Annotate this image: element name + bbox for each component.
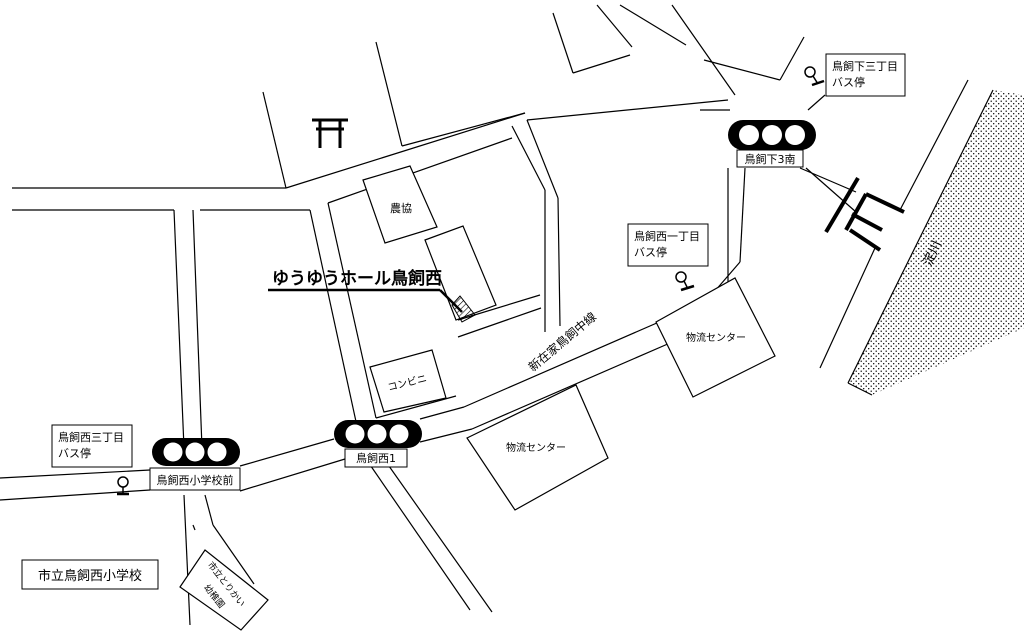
noukyou-building — [362, 165, 438, 244]
bus-stop-box-shimo3: 鳥飼下三丁目 バス停 — [825, 53, 906, 97]
traffic-signal-nishi1: 鳥飼西1 — [334, 420, 422, 468]
bus-stop-icon — [117, 476, 129, 496]
buildings — [179, 165, 776, 631]
signal-label-box — [344, 448, 408, 468]
signal-label-shogakko-mae: 鳥飼西小学校前 — [157, 473, 234, 487]
page-title: ゆうゆうホール鳥飼西 — [272, 268, 442, 289]
butsuryu-label-1: 物流センター — [686, 331, 746, 344]
kindergarten-building — [179, 549, 269, 631]
yuyu-hall-building — [424, 225, 497, 321]
bus-stop-nishi3-line1: 鳥飼西三丁目 — [58, 430, 124, 444]
konbini-building — [369, 349, 447, 413]
bus-stop-nishi1-line2: バス停 — [634, 245, 667, 259]
butsuryu-building-2 — [466, 384, 609, 511]
signal-label-nishi1: 鳥飼西1 — [356, 451, 396, 465]
school-box: 市立鳥飼西小学校 — [21, 559, 159, 590]
levee-gate-icon — [824, 176, 905, 252]
river-area — [848, 90, 1024, 395]
bus-stop-shimo3-line1: 鳥飼下三丁目 — [832, 59, 898, 73]
bus-stop-nishi3-line2: バス停 — [58, 446, 91, 460]
signal-label-shimo3-minami: 鳥飼下3南 — [745, 152, 796, 166]
bus-stop-box-nishi1: 鳥飼西一丁目 バス停 — [627, 223, 709, 267]
torii-icon — [312, 118, 348, 148]
bus-stop-icon — [804, 66, 825, 87]
traffic-signal-shimo3-minami: 鳥飼下3南 — [728, 120, 816, 168]
bus-stop-box-nishi3: 鳥飼西三丁目 バス停 — [51, 424, 133, 468]
traffic-signal-shogakko-mae: 鳥飼西小学校前 — [149, 438, 241, 491]
signal-label-box — [149, 467, 241, 491]
bus-stop-nishi1-line1: 鳥飼西一丁目 — [634, 229, 700, 243]
butsuryu-building-1 — [655, 277, 776, 398]
bus-stop-icon — [675, 271, 695, 292]
road-lines — [0, 4, 994, 626]
bus-stop-shimo3-line2: バス停 — [832, 75, 865, 89]
noukyou-label: 農協 — [390, 201, 412, 215]
signal-label-box — [736, 149, 804, 168]
school-label: 市立鳥飼西小学校 — [38, 568, 142, 584]
yuyu-hall-marker — [451, 295, 476, 323]
title-leader — [268, 288, 463, 313]
butsuryu-label-2: 物流センター — [506, 441, 566, 454]
